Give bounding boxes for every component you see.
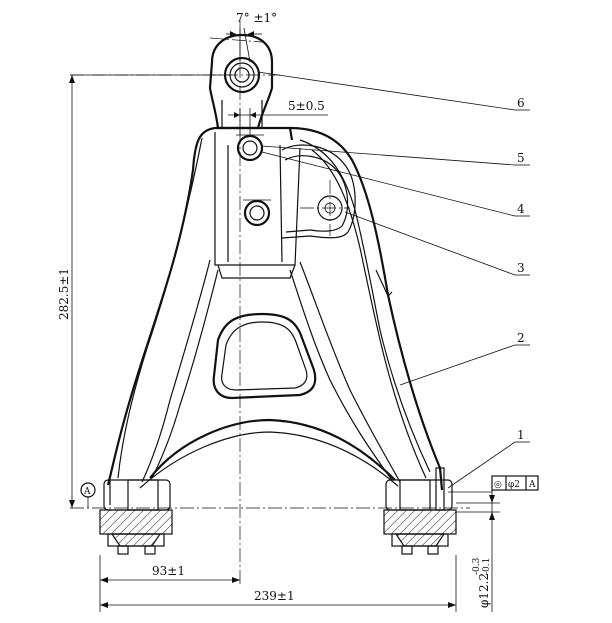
ball-joint [317, 195, 343, 221]
center-lines [70, 20, 470, 585]
right-bushing [383, 467, 457, 555]
datum-a: A [80, 482, 96, 508]
leaders: 6 5 4 3 2 1 [257, 71, 530, 489]
angle-label: 7° ±1° [236, 11, 277, 25]
tolerance-frame: ◎ φ2 A [448, 475, 539, 493]
offset-label: 5±0.5 [288, 99, 325, 113]
tolerance-value: φ2 [508, 480, 520, 490]
tolerance-datum: A [528, 480, 536, 490]
balloon-5: 5 [517, 151, 525, 165]
balloon-4: 4 [517, 202, 525, 216]
bushing-dia-dimension: φ12.2 -0.3 -0.1 [456, 490, 500, 612]
half-width-dimension: 93±1 [99, 555, 240, 612]
angle-dimension: 7° ±1° [226, 11, 277, 63]
arm-body [106, 126, 444, 505]
balloon-2: 2 [517, 331, 525, 345]
bushing-dia-label: φ12.2 [477, 573, 491, 608]
width-dimension: 239±1 [100, 555, 457, 612]
height-label: 282.5±1 [57, 268, 71, 320]
left-bushing [99, 479, 173, 555]
half-width-label: 93±1 [152, 564, 185, 578]
datum-label: A [83, 487, 91, 497]
bushing-tol-lower: -0.1 [482, 558, 492, 575]
balloon-6: 6 [517, 96, 525, 110]
top-eye [208, 33, 274, 130]
bushing-tol-upper: -0.3 [472, 557, 482, 575]
balloon-1: 1 [517, 428, 525, 442]
width-label: 239±1 [254, 589, 295, 603]
balloon-3: 3 [517, 261, 525, 275]
offset-dimension: 5±0.5 [228, 99, 328, 135]
bolts [236, 134, 271, 227]
height-dimension: 282.5±1 [57, 74, 232, 508]
tolerance-symbol: ◎ [494, 480, 502, 490]
